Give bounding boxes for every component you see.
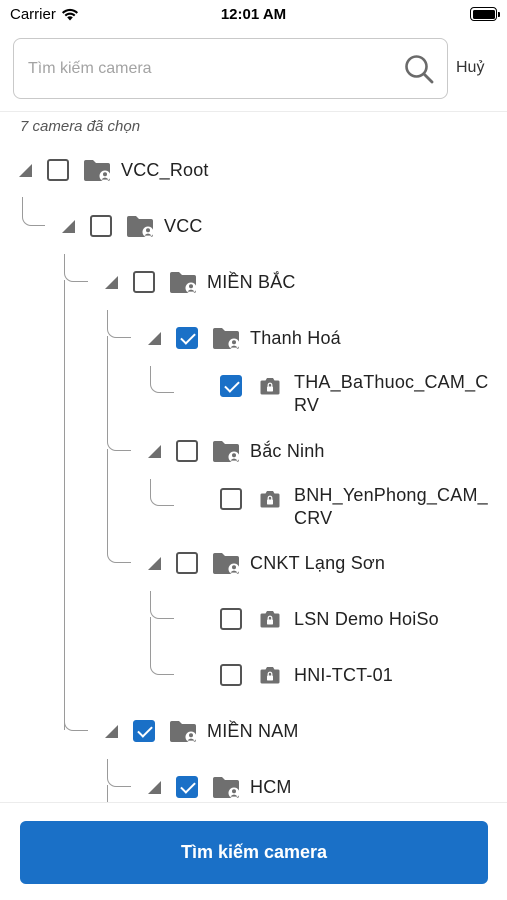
search-camera-button[interactable]: Tìm kiếm camera [20, 821, 488, 884]
tree-node-label: VCC_Root [121, 159, 209, 180]
checkbox[interactable] [220, 664, 242, 686]
folder-user-icon [84, 160, 111, 182]
expanded-triangle-icon[interactable] [105, 724, 118, 738]
tree-node-label: THA_BaThuoc_CAM_CRV [294, 372, 489, 415]
folder-user-icon [213, 328, 240, 350]
camera-lock-icon [260, 667, 280, 684]
camera-tree: VCC_Root VCC MIỀN BẮC Thanh Hoá THA_BaTh… [0, 140, 507, 802]
camera-lock-icon [260, 491, 280, 508]
tree-node-cnkt-lang-son[interactable]: CNKT Lạng Sơn [148, 548, 385, 578]
divider [0, 111, 507, 112]
tree-node-bac-ninh[interactable]: Bắc Ninh [148, 436, 325, 466]
expanded-triangle-icon[interactable] [62, 219, 75, 233]
tree-node-camera[interactable]: THA_BaThuoc_CAM_CRV [220, 371, 494, 423]
tree-node-thanh-hoa[interactable]: Thanh Hoá [148, 323, 341, 353]
checkbox[interactable] [133, 271, 155, 293]
search-input[interactable] [28, 57, 388, 81]
checkbox[interactable] [176, 440, 198, 462]
expanded-triangle-icon[interactable] [148, 780, 161, 794]
tree-connector [64, 254, 88, 282]
status-bar: Carrier 12:01 AM [0, 0, 507, 30]
checkbox[interactable] [220, 488, 242, 510]
tree-node-vcc[interactable]: VCC [62, 211, 203, 241]
tree-node-label: MIỀN BẮC [207, 271, 296, 292]
checkbox-checked[interactable] [133, 720, 155, 742]
tree-node-label: HCM [250, 776, 292, 797]
checkbox[interactable] [176, 552, 198, 574]
tree-node-label: CNKT Lạng Sơn [250, 552, 386, 573]
folder-user-icon [213, 553, 240, 575]
checkbox-checked[interactable] [220, 375, 242, 397]
tree-connector [150, 591, 174, 619]
tree-node-label: BNH_YenPhong_CAM_CRV [294, 485, 488, 528]
divider [0, 802, 507, 803]
expanded-triangle-icon[interactable] [148, 444, 161, 458]
tree-node-vcc-root[interactable]: VCC_Root [19, 155, 209, 185]
tree-node-mien-nam[interactable]: MIỀN NAM [105, 716, 299, 746]
selected-count: 7 camera đã chọn [20, 118, 141, 135]
expanded-triangle-icon[interactable] [105, 275, 118, 289]
camera-lock-icon [260, 378, 280, 395]
tree-connector [22, 197, 45, 226]
tree-node-label: LSN Demo HoiSo [294, 608, 439, 629]
tree-connector [107, 449, 131, 563]
tree-node-camera[interactable]: HNI-TCT-01 [220, 660, 393, 690]
tree-connector [150, 617, 174, 675]
tree-node-label: VCC [164, 215, 203, 236]
status-time: 12:01 AM [220, 6, 287, 23]
checkbox[interactable] [90, 215, 112, 237]
folder-user-icon [170, 721, 197, 743]
tree-node-camera[interactable]: LSN Demo HoiSo [220, 604, 439, 634]
folder-user-icon [213, 441, 240, 463]
tree-node-hcm[interactable]: HCM [148, 772, 292, 802]
carrier-label: Carrier [10, 6, 56, 23]
battery-icon [470, 7, 500, 21]
search-box[interactable] [13, 38, 448, 99]
checkbox-checked[interactable] [176, 327, 198, 349]
tree-connector [64, 280, 88, 731]
camera-lock-icon [260, 611, 280, 628]
search-icon[interactable] [403, 53, 435, 85]
tree-node-label: Bắc Ninh [250, 440, 325, 461]
checkbox[interactable] [47, 159, 69, 181]
carrier-indicator: Carrier [10, 6, 79, 23]
expanded-triangle-icon[interactable] [148, 331, 161, 345]
tree-connector [107, 336, 131, 451]
tree-node-camera[interactable]: BNH_YenPhong_CAM_CRV [220, 484, 494, 536]
expanded-triangle-icon[interactable] [148, 556, 161, 570]
tree-connector [107, 310, 131, 338]
folder-user-icon [213, 777, 240, 799]
tree-node-label: MIỀN NAM [207, 720, 299, 741]
folder-user-icon [170, 272, 197, 294]
tree-connector [107, 759, 131, 787]
tree-connector [150, 366, 174, 393]
tree-node-mien-bac[interactable]: MIỀN BẮC [105, 267, 296, 297]
wifi-icon [61, 8, 78, 21]
checkbox[interactable] [220, 608, 242, 630]
cancel-button[interactable]: Huỷ [456, 59, 485, 76]
tree-node-label: Thanh Hoá [250, 327, 341, 348]
tree-connector [107, 785, 108, 802]
folder-user-icon [127, 216, 154, 238]
checkbox-checked[interactable] [176, 776, 198, 798]
tree-connector [150, 479, 174, 506]
tree-node-label: HNI-TCT-01 [294, 664, 394, 685]
expanded-triangle-icon[interactable] [19, 163, 32, 177]
